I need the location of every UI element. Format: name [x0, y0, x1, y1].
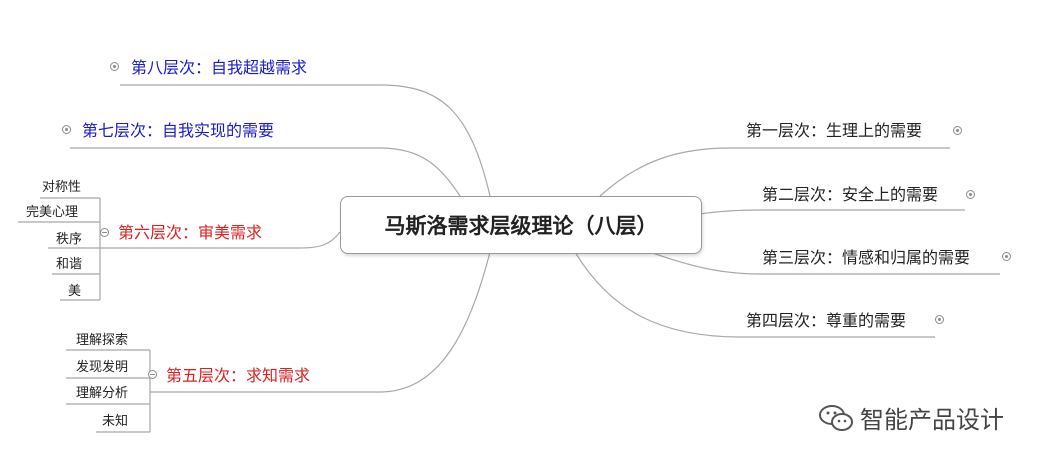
connector-level2: [699, 209, 965, 215]
leaf-order[interactable]: 秩序: [56, 232, 83, 247]
branch-level3[interactable]: 第三层次：情感和归属的需要: [762, 248, 971, 267]
collapse-icon[interactable]: [100, 228, 109, 237]
expand-icon[interactable]: [935, 315, 944, 324]
connector-level4: [574, 251, 935, 338]
branch-level6[interactable]: 第六层次：审美需求: [118, 223, 263, 242]
branch-level4[interactable]: 第四层次：尊重的需要: [746, 311, 907, 330]
branch-level1[interactable]: 第一层次：生理上的需要: [746, 121, 923, 140]
connector-level7: [70, 147, 461, 197]
watermark: 智能产品设计: [818, 400, 1004, 435]
branch-level7[interactable]: 第七层次：自我实现的需要: [82, 121, 275, 140]
expand-icon[interactable]: [953, 126, 962, 135]
connector-level3: [649, 251, 1000, 275]
leaf-harmony[interactable]: 和谐: [56, 257, 83, 272]
root-node[interactable]: 马斯洛需求层级理论（八层）: [340, 196, 702, 254]
leaf-unknown[interactable]: 未知: [102, 414, 129, 429]
watermark-text: 智能产品设计: [860, 406, 1004, 434]
connector-level6: [100, 231, 341, 249]
expand-icon[interactable]: [62, 125, 71, 134]
root-title: 马斯洛需求层级理论（八层）: [384, 214, 658, 238]
leaf-perfection[interactable]: 完美心理: [26, 205, 79, 220]
connector-level1: [599, 147, 950, 197]
leaf-discover[interactable]: 发现发明: [76, 360, 129, 375]
branch-level8[interactable]: 第八层次：自我超越需求: [131, 58, 308, 77]
leaf-analyze[interactable]: 理解分析: [76, 386, 129, 401]
expand-icon[interactable]: [110, 62, 119, 71]
leaf-symmetry[interactable]: 对称性: [42, 180, 82, 195]
leaf-explore[interactable]: 理解探索: [76, 333, 129, 348]
expand-icon[interactable]: [1002, 252, 1011, 261]
leaf-beauty[interactable]: 美: [68, 284, 82, 299]
wechat-icon: [818, 403, 854, 433]
branch-level5[interactable]: 第五层次：求知需求: [166, 366, 311, 385]
connector-level8: [120, 84, 491, 197]
branch-level2[interactable]: 第二层次：安全上的需要: [762, 185, 939, 204]
connector-level5: [150, 251, 491, 393]
collapse-icon[interactable]: [148, 370, 157, 379]
expand-icon[interactable]: [966, 190, 975, 199]
